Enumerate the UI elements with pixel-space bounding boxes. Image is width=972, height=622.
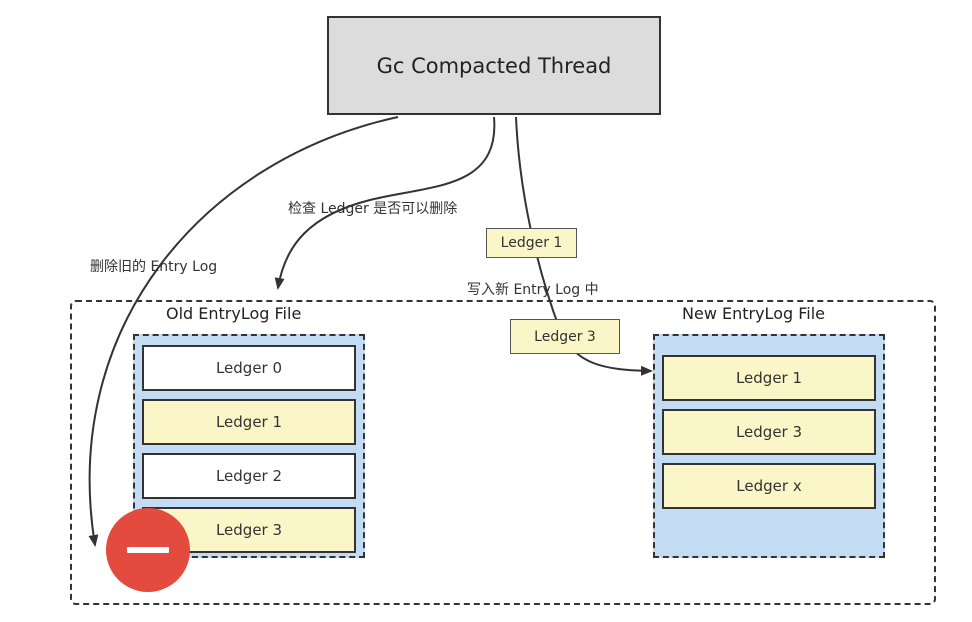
- new-ledger-1: Ledger 1: [662, 355, 876, 401]
- ledger-label: Ledger 3: [735, 423, 803, 441]
- delete-arrow: [88, 116, 399, 547]
- moving-ledger-1-tag: Ledger 1: [486, 228, 577, 258]
- ledger-label: Ledger 3: [215, 521, 283, 539]
- ledger-label: Ledger 2: [215, 467, 283, 485]
- new-file-title: New EntryLog File: [682, 304, 825, 323]
- new-ledger-3: Ledger 3: [662, 409, 876, 455]
- ledger-label: Ledger 0: [215, 359, 283, 377]
- tag-label: Ledger 3: [534, 328, 596, 345]
- ledger-label: Ledger 1: [215, 413, 283, 431]
- new-file-panel: Ledger 1 Ledger 3 Ledger x: [653, 334, 885, 558]
- old-ledger-0: Ledger 0: [142, 345, 356, 391]
- ledger-label: Ledger 1: [735, 369, 803, 387]
- new-ledger-x: Ledger x: [662, 463, 876, 509]
- check-arrow: [274, 116, 496, 290]
- minus-circle-icon: [106, 508, 190, 592]
- check-ledger-label: 检查 Ledger 是否可以删除: [288, 201, 458, 217]
- moving-ledger-3-tag: Ledger 3: [510, 319, 620, 354]
- tag-label: Ledger 1: [500, 235, 563, 251]
- delete-old-label: 删除旧的 Entry Log: [90, 259, 218, 275]
- thread-title: Gc Compacted Thread: [376, 53, 612, 78]
- gc-compacted-thread-box: Gc Compacted Thread: [327, 16, 661, 115]
- write-new-label: 写入新 Entry Log 中: [467, 282, 599, 298]
- old-ledger-1: Ledger 1: [142, 399, 356, 445]
- old-file-title: Old EntryLog File: [166, 304, 302, 323]
- ledger-label: Ledger x: [736, 477, 802, 495]
- minus-bar: [127, 547, 169, 553]
- old-ledger-2: Ledger 2: [142, 453, 356, 499]
- entrylog-container: [70, 300, 936, 605]
